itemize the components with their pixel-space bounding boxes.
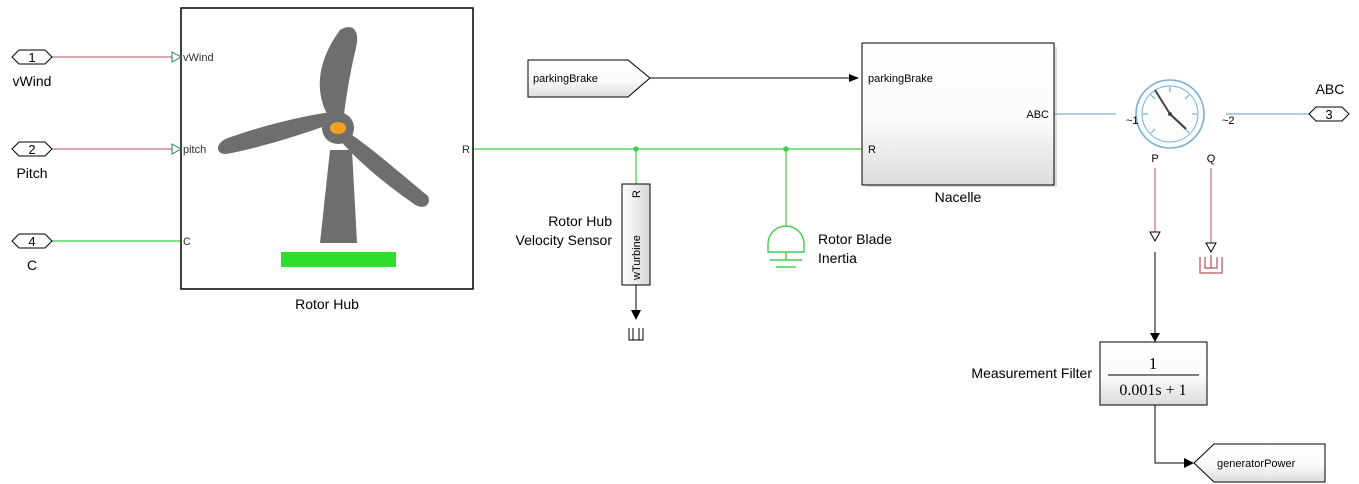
rotor-blade-inertia[interactable]: Rotor Blade Inertia: [767, 225, 892, 268]
connection-port-c[interactable]: 4 C: [11, 233, 53, 273]
port-pitch-label: pitch: [183, 144, 206, 156]
inport-label: Pitch: [16, 165, 47, 181]
port-c-label: C: [183, 236, 191, 248]
junction-1: [633, 146, 639, 152]
generator-power-label: generatorPower: [1217, 458, 1296, 470]
terminator-q[interactable]: [1199, 255, 1223, 274]
wind-turbine-icon: [217, 27, 429, 267]
nacelle-port-r: R: [868, 144, 876, 156]
outport-abc[interactable]: 3 ABC: [1308, 81, 1350, 122]
parking-brake-from[interactable]: parkingBrake: [527, 59, 651, 98]
line-filter-out[interactable]: [1154, 405, 1186, 464]
nacelle-block[interactable]: parkingBrake R ABC Nacelle: [861, 42, 1057, 205]
inport-number: 1: [28, 50, 35, 65]
terminator-wturbine[interactable]: [628, 328, 644, 341]
nacelle-port-abc: ABC: [1026, 109, 1049, 121]
inport-number: 4: [28, 234, 35, 249]
rotor-hub-velocity-sensor[interactable]: wTurbine R Rotor Hub Velocity Sensor: [516, 183, 651, 286]
sensor-p-label: P: [1151, 153, 1158, 165]
inport-vwind[interactable]: 1 vWind: [11, 49, 53, 89]
inport-number: 2: [28, 142, 35, 157]
nacelle-name: Nacelle: [935, 189, 982, 205]
outport-label: ABC: [1316, 81, 1345, 97]
inertia-name-line1: Rotor Blade: [818, 231, 892, 247]
filter-denominator: 0.001s + 1: [1119, 382, 1186, 399]
parking-brake-from-label: parkingBrake: [533, 73, 598, 85]
connection-lines: [52, 56, 1310, 468]
inport-label: C: [27, 257, 37, 273]
filter-name: Measurement Filter: [971, 365, 1092, 381]
sensor-port1: ~1: [1126, 115, 1139, 127]
sensor-name-line1: Rotor Hub: [548, 213, 612, 229]
sensor-name-line2: Velocity Sensor: [516, 232, 613, 248]
nacelle-port-parking-brake: parkingBrake: [868, 73, 933, 85]
outport-number: 3: [1325, 107, 1332, 122]
sensor-q-label: Q: [1207, 153, 1216, 165]
generator-power-goto[interactable]: generatorPower: [1193, 443, 1326, 483]
junction-2: [783, 146, 789, 152]
sensor-port-out-label: wTurbine: [631, 235, 643, 281]
inport-label: vWind: [13, 73, 52, 89]
filter-numerator: 1: [1149, 354, 1158, 373]
inport-pitch[interactable]: 2 Pitch: [11, 141, 53, 181]
power-sensor-block[interactable]: ~1 ~2 P Q: [1126, 79, 1235, 165]
rotor-hub-block[interactable]: vWind pitch C R Rotor Hub: [171, 7, 474, 312]
port-vwind-label: vWind: [183, 52, 214, 64]
sensor-port2: ~2: [1222, 115, 1235, 127]
rotor-hub-name: Rotor Hub: [295, 296, 359, 312]
measurement-filter-block[interactable]: 1 0.001s + 1 Measurement Filter: [971, 341, 1208, 406]
inertia-name-line2: Inertia: [818, 250, 857, 266]
sensor-port-r-label: R: [631, 190, 643, 198]
port-r-label: R: [462, 144, 470, 156]
